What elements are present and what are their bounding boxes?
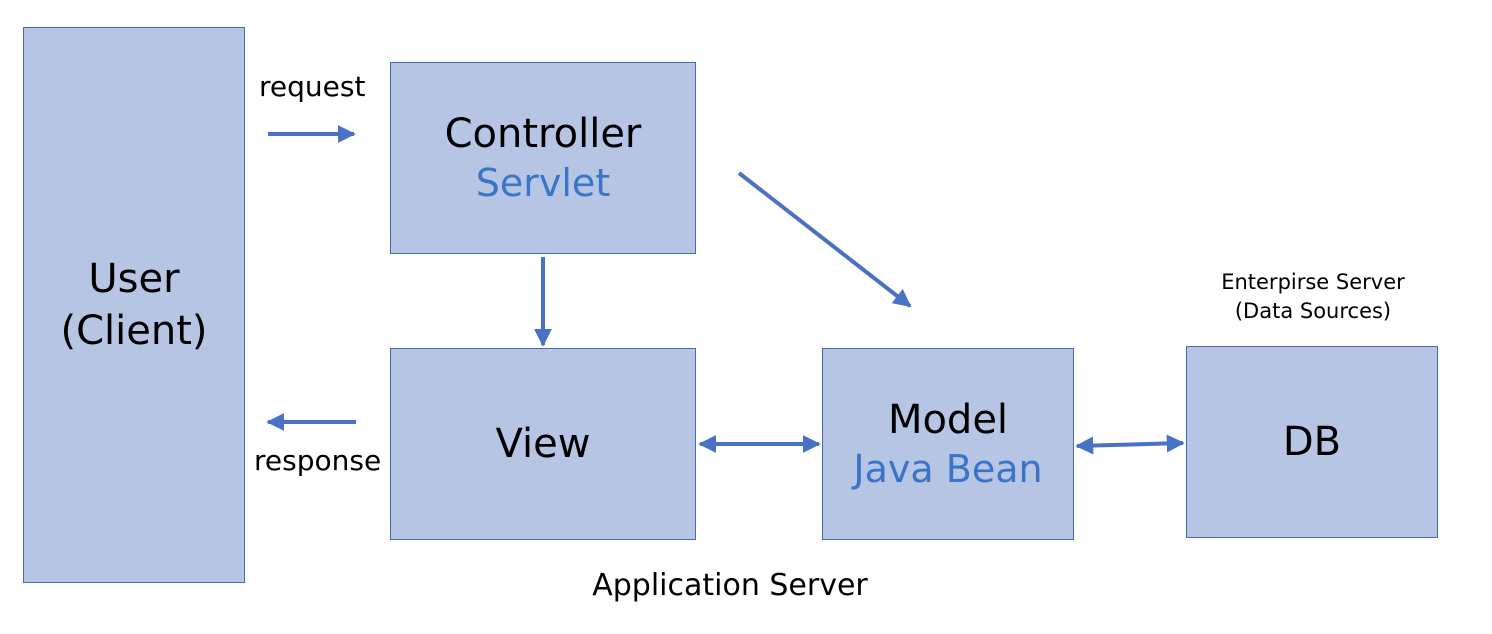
user-client-box: User (Client) [23, 27, 245, 583]
client-label: (Client) [60, 308, 208, 354]
controller-title: Controller [444, 111, 642, 157]
enterprise-server-label: Enterpirse Server (Data Sources) [1178, 268, 1448, 326]
view-box: View [390, 348, 696, 540]
model-db-bidirectional-arrow [1075, 434, 1185, 455]
model-box: Model Java Bean [822, 348, 1074, 540]
response-label: response [254, 444, 382, 477]
enterprise-server-line1: Enterpirse Server [1221, 270, 1405, 294]
request-label: request [259, 70, 366, 103]
controller-to-model-arrow [737, 171, 912, 308]
application-server-label: Application Server [592, 568, 868, 603]
enterprise-server-line2: (Data Sources) [1234, 299, 1392, 323]
controller-subtitle: Servlet [475, 161, 611, 205]
user-label: User [88, 256, 180, 302]
controller-box: Controller Servlet [390, 62, 696, 254]
model-title: Model [887, 397, 1009, 443]
db-title: DB [1282, 419, 1342, 465]
model-subtitle: Java Bean [853, 447, 1043, 491]
view-title: View [495, 421, 591, 467]
db-box: DB [1186, 346, 1438, 538]
